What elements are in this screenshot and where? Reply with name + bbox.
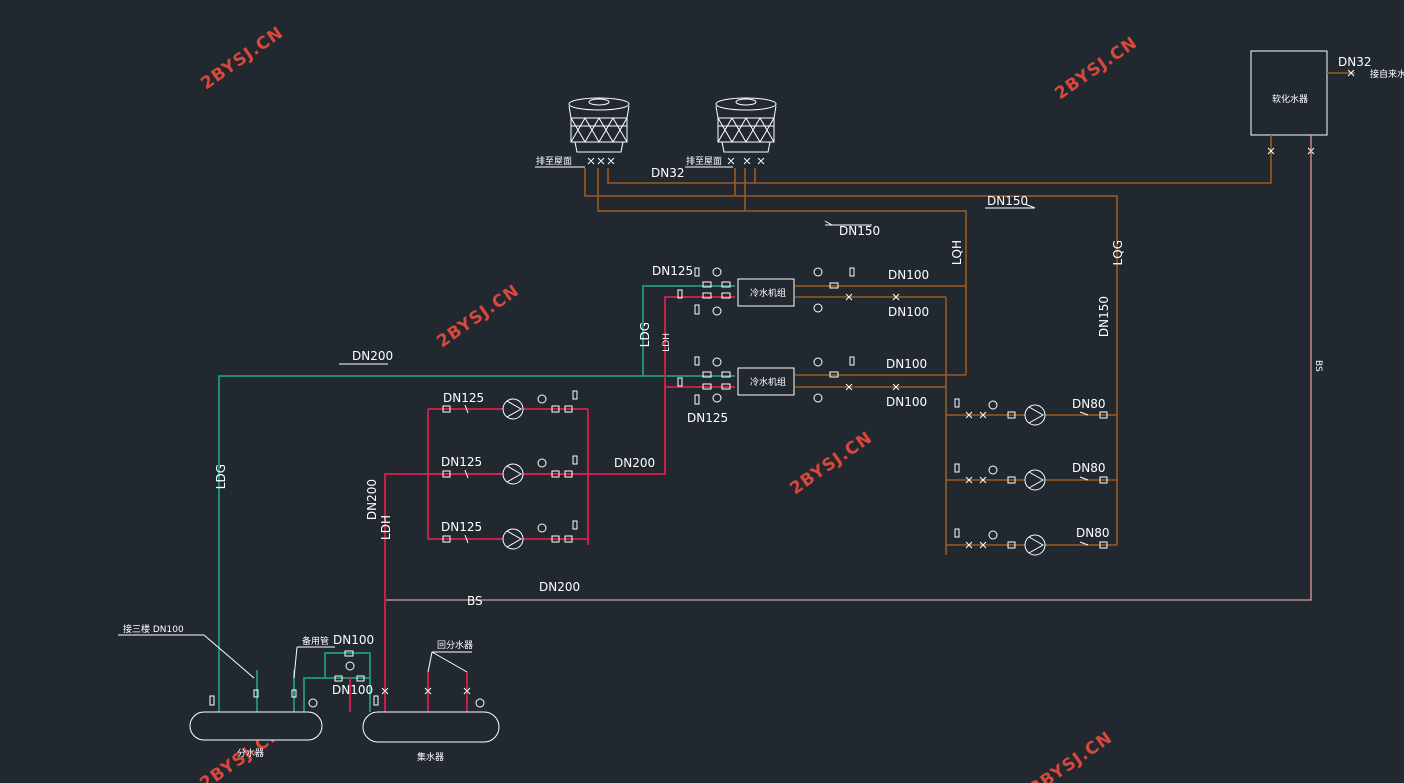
watermark: 2BYSJ.CN xyxy=(433,281,523,352)
softener-inlet-label: 接自来水 xyxy=(1370,68,1404,80)
cw-pump-2-size: DN80 xyxy=(1072,461,1106,475)
ldh-vertical-size: DN200 xyxy=(365,479,379,520)
softener-pipe-size: DN32 xyxy=(1338,55,1372,69)
softener-label: 软化水器 xyxy=(1272,93,1308,105)
bs-right-label: BS xyxy=(1313,360,1323,372)
cw-pump-1-size: DN80 xyxy=(1072,397,1106,411)
ldg-main-size: DN200 xyxy=(352,349,393,363)
ldh-vertical-label: LDH xyxy=(379,515,393,540)
chiller-1-outlet-a: DN100 xyxy=(888,268,929,282)
watermark: 2BYSJ.CN xyxy=(197,23,287,94)
lqg-label: LQG xyxy=(1111,240,1125,265)
chiller-1-label: 冷水机组 xyxy=(750,287,786,299)
return-tube-label: 回分水器 xyxy=(437,639,473,651)
pipe-labels: DN32 DN150 DN150 DN125 DN100 DN100 DN100… xyxy=(123,166,1125,697)
collector-label: 集水器 xyxy=(417,751,444,763)
chiller-fittings xyxy=(677,267,900,405)
chiller-unit-2: 冷水机组 xyxy=(737,367,795,396)
condenser-water-pumps xyxy=(954,398,1108,556)
ldh-top-label: LDH xyxy=(662,333,672,352)
tower-drain-label-1: 排至屋面 xyxy=(536,155,572,167)
header-fittings xyxy=(209,650,485,708)
chw-pump-outlet-size: DN200 xyxy=(614,456,655,470)
chiller-unit-1: 冷水机组 xyxy=(737,278,795,307)
ldg-left-label: LDG xyxy=(214,464,228,489)
chiller-2-label: 冷水机组 xyxy=(750,376,786,388)
to-floor3-label: 接三楼 DN100 xyxy=(123,623,184,635)
chiller-2-outlet-a: DN100 xyxy=(886,357,927,371)
chilled-water-pumps xyxy=(442,390,578,550)
lqg-size-label: DN150 xyxy=(1097,296,1111,337)
distributor-label: 分水器 xyxy=(237,747,264,759)
chw-pump-1-size: DN125 xyxy=(443,391,484,405)
chiller-top-inlet-size: DN125 xyxy=(652,264,693,278)
tower-makeup-size: DN32 xyxy=(651,166,685,180)
spare-pipe-label: 备用管 xyxy=(302,635,329,647)
cooling-tower-1 xyxy=(568,97,630,153)
ldg-top-label: LDG xyxy=(638,322,652,347)
cw-pump-3-size: DN80 xyxy=(1076,526,1110,540)
bs-main-label: BS xyxy=(467,594,483,608)
bypass-size: DN100 xyxy=(332,683,373,697)
chilled-return-pipes xyxy=(349,296,735,712)
water-distributor: 分水器 xyxy=(189,711,323,759)
chw-pump-3-size: DN125 xyxy=(441,520,482,534)
chiller-1-outlet-b: DN100 xyxy=(888,305,929,319)
chiller-bottom-inlet-size: DN125 xyxy=(687,411,728,425)
watermark: 2BYSJ.CN xyxy=(786,428,876,499)
watermarks: 2BYSJ.CN 2BYSJ.CN 2BYSJ.CN 2BYSJ.CN 2BYS… xyxy=(196,23,1141,783)
cooling-water-pipes xyxy=(584,148,1272,555)
water-collector: 集水器 xyxy=(362,711,500,763)
tower-valves xyxy=(587,157,765,165)
watermark: 2BYSJ.CN xyxy=(1051,33,1141,104)
tower-drain-label-2: 排至屋面 xyxy=(686,155,722,167)
watermark: 2BYSJ.CN xyxy=(1026,728,1116,783)
makeup-water-pipe xyxy=(386,135,1312,601)
chiller-2-outlet-b: DN100 xyxy=(886,395,927,409)
lqh-label: LQH xyxy=(950,240,964,265)
chw-pump-2-size: DN125 xyxy=(441,455,482,469)
spare-pipe-size: DN100 xyxy=(333,633,374,647)
tower-main-size-1: DN150 xyxy=(987,194,1028,208)
cooling-tower-2 xyxy=(715,97,777,153)
bs-main-size: DN200 xyxy=(539,580,580,594)
softener: 软化水器 xyxy=(1250,50,1328,136)
tower-main-size-2: DN150 xyxy=(839,224,880,238)
